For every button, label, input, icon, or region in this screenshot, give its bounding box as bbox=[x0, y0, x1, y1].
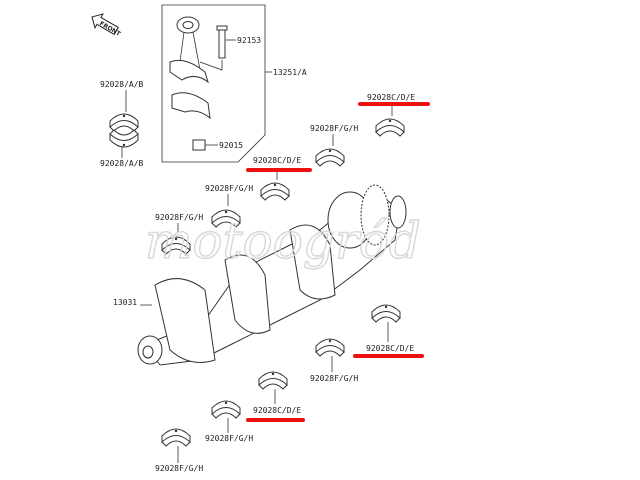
label-bolt: 92153 bbox=[237, 36, 261, 45]
bearing-shell bbox=[109, 113, 139, 132]
label-conrod-assy: 13251/A bbox=[273, 68, 307, 77]
bolt bbox=[199, 25, 228, 71]
bearing-shell bbox=[109, 129, 139, 148]
crankshaft bbox=[137, 184, 407, 366]
watermark: motoogród bbox=[145, 212, 421, 270]
label-main-9: 92028F/G/H bbox=[205, 434, 253, 443]
label-crankshaft: 13031 bbox=[113, 298, 137, 307]
conrod-assembly-box bbox=[161, 4, 266, 163]
label-main-1: 92028C/D/E bbox=[367, 93, 415, 102]
label-main-3: 92028C/D/E bbox=[253, 156, 301, 165]
label-main-8: 92028C/D/E bbox=[253, 406, 301, 415]
label-nut: 92015 bbox=[219, 141, 243, 150]
label-main-6: 92028C/D/E bbox=[366, 344, 414, 353]
main-bearings: 92028C/D/E 92028F/G/H 92028C/D/E 92028F/… bbox=[155, 93, 430, 473]
connecting-rod bbox=[169, 16, 211, 120]
label-main-5: 92028F/G/H bbox=[155, 213, 203, 222]
nut bbox=[192, 139, 206, 151]
label-main-2: 92028F/G/H bbox=[310, 124, 358, 133]
label-main-10: 92028F/G/H bbox=[155, 464, 203, 473]
label-bearing-ab-top: 92028/A/B bbox=[100, 80, 144, 89]
label-main-7: 92028F/G/H bbox=[310, 374, 358, 383]
label-main-4: 92028F/G/H bbox=[205, 184, 253, 193]
label-bearing-ab-bottom: 92028/A/B bbox=[100, 159, 144, 168]
front-arrow-icon: FRONT bbox=[91, 13, 122, 38]
